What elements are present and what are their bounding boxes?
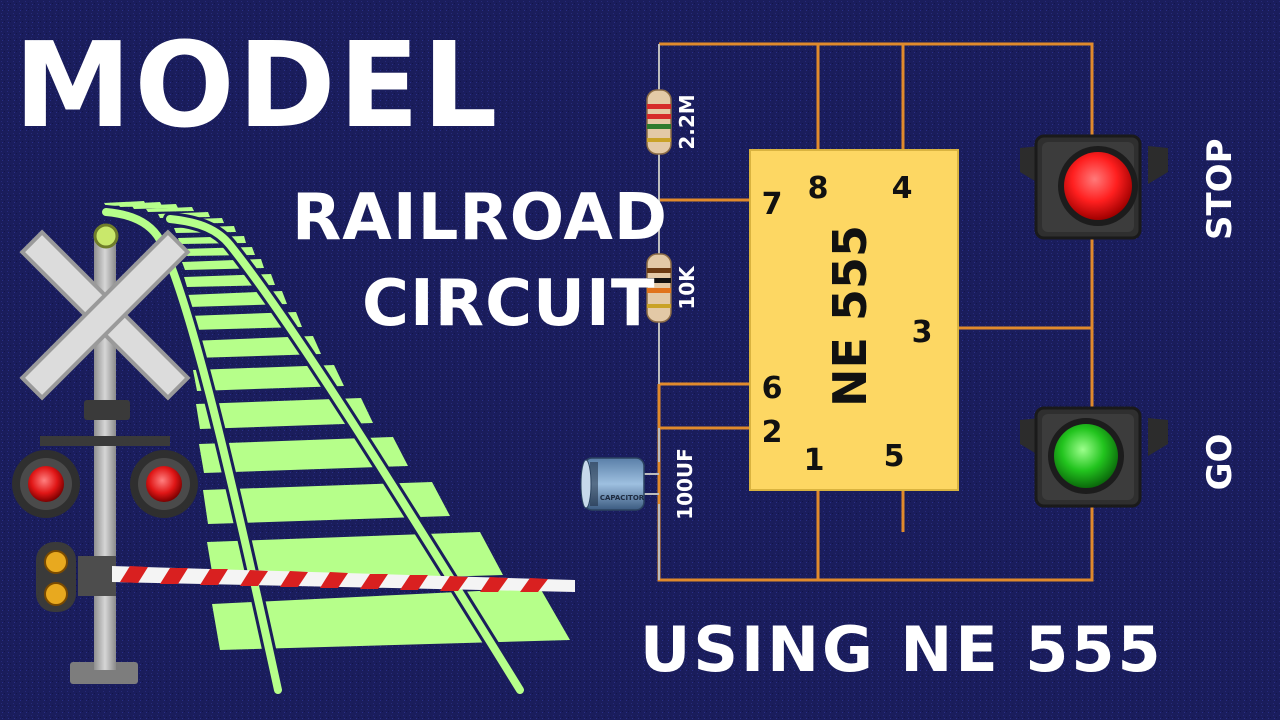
capacitor-100uf	[580, 457, 645, 511]
pin-3-label: 3	[912, 315, 933, 350]
gate-mechanism	[78, 556, 116, 596]
title-model: MODEL	[14, 16, 501, 154]
crossing-lamp-right	[130, 450, 198, 518]
go-label: GO	[1200, 433, 1240, 491]
go-lamp	[1054, 424, 1118, 488]
crossing-lamp-left	[12, 450, 80, 518]
pin-7-label: 7	[762, 187, 783, 222]
pin-1-label: 1	[804, 443, 825, 478]
pin-5-label: 5	[884, 439, 905, 474]
lamp-crossarm	[40, 436, 170, 446]
track-rails	[102, 208, 524, 694]
title-circuit: CIRCUIT	[362, 267, 656, 341]
pin-6-label: 6	[762, 371, 783, 406]
stop-label: STOP	[1200, 138, 1240, 240]
go-traffic-light	[1020, 406, 1168, 508]
pin-8-label: 8	[808, 171, 829, 206]
stop-traffic-light	[1020, 134, 1168, 240]
title-railroad: RAILROAD	[292, 181, 669, 255]
signal-base	[70, 662, 138, 684]
bell-box	[84, 400, 130, 420]
chip-label: NE 555	[823, 225, 877, 407]
crossing-signal	[12, 223, 575, 684]
resistor-2-2m-label: 2.2M	[675, 94, 699, 149]
crossing-gate-arm	[112, 566, 575, 592]
pin-2-label: 2	[762, 415, 783, 450]
capacitor-print: CAPACITOR	[600, 494, 645, 502]
resistor-10k-label: 10K	[675, 265, 699, 310]
railroad-track	[99, 201, 570, 697]
pin-4-label: 4	[892, 171, 913, 206]
ne555-chip	[749, 149, 959, 491]
gate-lamp-top	[44, 550, 68, 574]
gate-lamp-bottom	[44, 582, 68, 606]
crossbuck-sign	[19, 229, 191, 401]
component-leads	[640, 44, 660, 580]
resistor-10k	[646, 253, 672, 323]
capacitor-label: 100UF	[673, 448, 697, 520]
beacon-lamp	[93, 223, 119, 249]
resistor-2-2m	[646, 89, 672, 155]
stop-lamp	[1064, 152, 1132, 220]
title-using-ne555: USING NE 555	[640, 613, 1164, 686]
